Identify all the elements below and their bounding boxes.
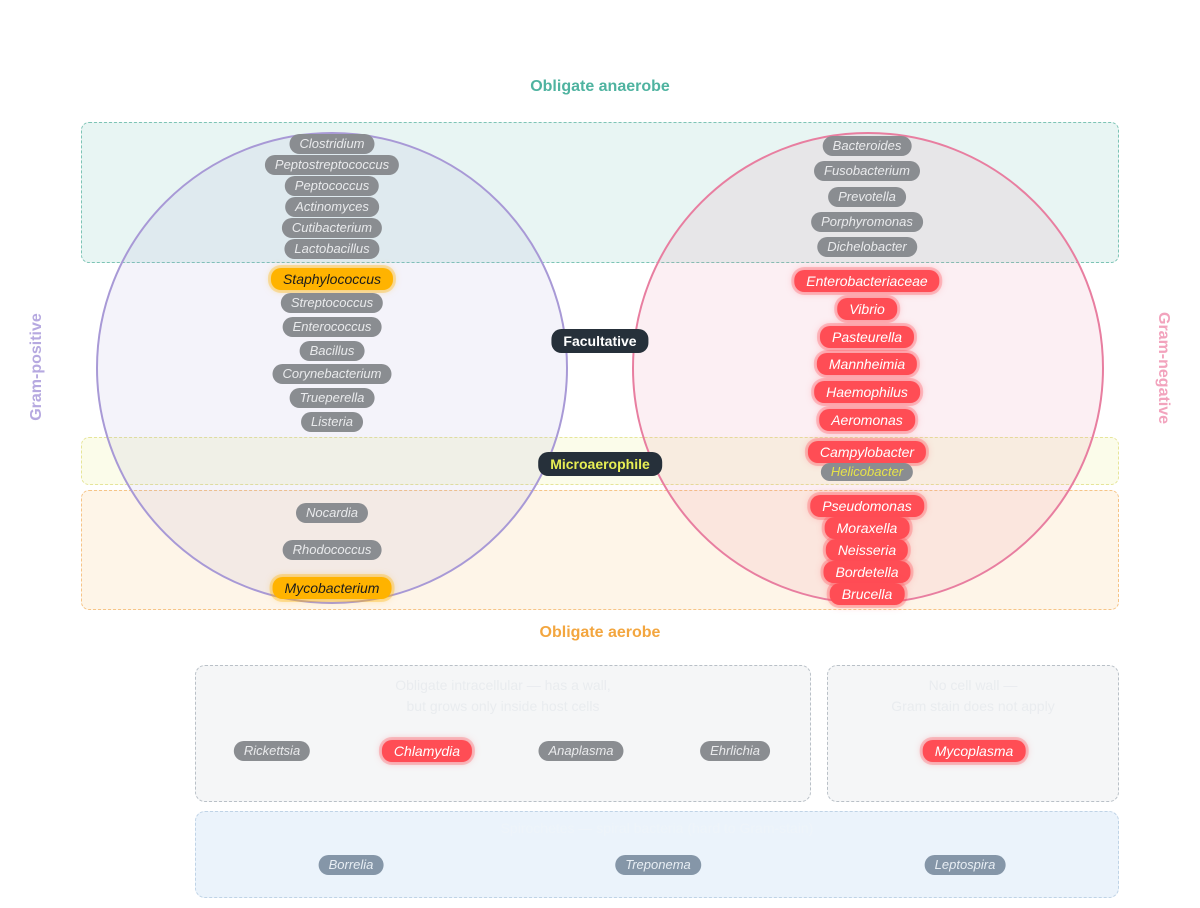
bacterium-haemophilus: Haemophilus xyxy=(814,381,920,403)
bacterium-rickettsia: Rickettsia xyxy=(233,741,311,761)
bacterium-staphylococcus: Staphylococcus xyxy=(270,268,394,290)
bacterium-peptococcus: Peptococcus xyxy=(284,176,380,196)
bacterium-mannheimia: Mannheimia xyxy=(816,353,918,375)
bacterium-enterococcus: Enterococcus xyxy=(282,317,382,337)
bacterium-aeromonas: Aeromonas xyxy=(819,409,915,431)
bacterium-actinomyces: Actinomyces xyxy=(285,197,379,217)
bacterium-enterobacteriaceae: Enterobacteriaceae xyxy=(794,270,940,292)
bacterium-prevotella: Prevotella xyxy=(828,187,906,207)
intracellular-caption-line1: Obligate intracellular — has a wall, xyxy=(395,677,611,693)
no-wall-box: No cell wall — Gram stain does not apply… xyxy=(827,665,1119,802)
bacterium-trueperella: Trueperella xyxy=(289,388,375,408)
bacterium-streptococcus: Streptococcus xyxy=(280,293,384,313)
gram-positive-label: Gram-positive xyxy=(28,313,45,421)
bacterium-ehrlichia: Ehrlichia xyxy=(700,741,770,761)
no-wall-caption-line2: Gram stain does not apply xyxy=(891,698,1055,714)
bacterium-leptospira: Leptospira xyxy=(924,855,1006,875)
bacterium-moraxella: Moraxella xyxy=(824,517,910,539)
bacterium-mycobacterium: Mycobacterium xyxy=(272,577,392,599)
bacterium-pasteurella: Pasteurella xyxy=(819,326,915,348)
bacterium-bacillus: Bacillus xyxy=(299,341,365,361)
bacterium-peptostreptococcus: Peptostreptococcus xyxy=(264,155,400,175)
bacterium-brucella: Brucella xyxy=(829,583,905,605)
bacterium-cutibacterium: Cutibacterium xyxy=(281,218,383,238)
bacterium-bordetella: Bordetella xyxy=(823,561,911,583)
no-wall-caption-line1: No cell wall — xyxy=(928,677,1018,693)
bacterium-lactobacillus: Lactobacillus xyxy=(284,239,380,259)
bacterium-nocardia: Nocardia xyxy=(295,503,369,523)
bacterium-chlamydia: Chlamydia xyxy=(381,740,473,762)
bacterium-pseudomonas: Pseudomonas xyxy=(810,495,924,517)
bacterium-fusobacterium: Fusobacterium xyxy=(814,161,920,181)
obligate-aerobe-title: Obligate aerobe xyxy=(539,624,661,641)
bacterium-vibrio: Vibrio xyxy=(837,298,897,320)
spirochetes-caption: Spirochetes — spiral bacteria (hard to G… xyxy=(500,820,814,836)
bacterium-anaplasma: Anaplasma xyxy=(538,741,624,761)
bacterium-rhodococcus: Rhodococcus xyxy=(282,540,382,560)
bacterium-campylobacter: Campylobacter xyxy=(807,441,927,463)
bacterium-borrelia: Borrelia xyxy=(318,855,384,875)
bacterium-treponema: Treponema xyxy=(615,855,701,875)
bacterium-dichelobacter: Dichelobacter xyxy=(817,237,917,257)
obligate-anaerobe-title: Obligate anaerobe xyxy=(530,78,670,95)
bacterium-neisseria: Neisseria xyxy=(825,539,909,561)
gram-negative-label: Gram-negative xyxy=(1155,312,1172,425)
intracellular-box: Obligate intracellular — has a wall, but… xyxy=(195,665,811,802)
microaerophile-tag: Microaerophile xyxy=(538,452,662,476)
bacterium-mycoplasma: Mycoplasma xyxy=(922,740,1026,762)
bacterium-bacteroides: Bacteroides xyxy=(822,136,912,156)
bacterium-helicobacter: Helicobacter xyxy=(820,463,914,481)
bacterium-porphyromonas: Porphyromonas xyxy=(811,212,923,232)
intracellular-caption-line2: but grows only inside host cells xyxy=(406,698,600,714)
bacterium-corynebacterium: Corynebacterium xyxy=(272,364,392,384)
facultative-tag: Facultative xyxy=(551,329,649,353)
bacterium-listeria: Listeria xyxy=(301,412,363,432)
spirochetes-box: Spirochetes — spiral bacteria (hard to G… xyxy=(195,811,1119,898)
bacterium-clostridium: Clostridium xyxy=(289,134,375,154)
